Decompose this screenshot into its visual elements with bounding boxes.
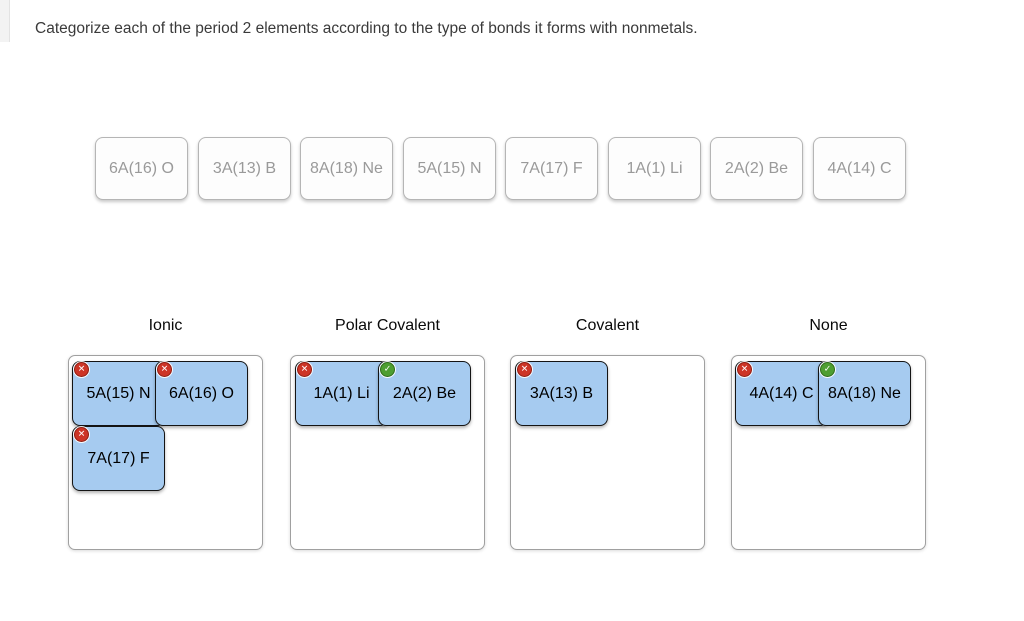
status-badge bbox=[380, 362, 395, 377]
placed-chip-label: 4A(14) C bbox=[749, 384, 814, 402]
bank-chip: 4A(14) C bbox=[813, 137, 906, 200]
placed-chip[interactable]: 5A(15) N bbox=[72, 361, 165, 426]
placed-chip[interactable]: 2A(2) Be bbox=[378, 361, 471, 426]
placed-chip-label: 5A(15) N bbox=[86, 384, 151, 402]
placed-chip[interactable]: 3A(13) B bbox=[515, 361, 608, 426]
bin-label-ionic: Ionic bbox=[148, 317, 183, 334]
x-icon bbox=[78, 430, 86, 439]
x-icon bbox=[741, 365, 749, 374]
placed-chip-label: 2A(2) Be bbox=[392, 384, 457, 402]
bank-chip: 7A(17) F bbox=[505, 137, 598, 200]
x-icon bbox=[78, 365, 86, 374]
bank-chip: 3A(13) B bbox=[198, 137, 291, 200]
question-text: Categorize each of the period 2 elements… bbox=[35, 20, 698, 37]
bank-chip: 2A(2) Be bbox=[710, 137, 803, 200]
placed-chip-label: 3A(13) B bbox=[529, 384, 594, 402]
check-icon bbox=[384, 365, 392, 374]
placed-chip[interactable]: 8A(18) Ne bbox=[818, 361, 911, 426]
placed-chip-label: 8A(18) Ne bbox=[828, 384, 901, 402]
placed-chip-label: 1A(1) Li bbox=[313, 384, 370, 402]
bank-chip: 1A(1) Li bbox=[608, 137, 701, 200]
x-icon bbox=[301, 365, 309, 374]
status-badge bbox=[74, 362, 89, 377]
x-icon bbox=[521, 365, 529, 374]
bank-chip: 5A(15) N bbox=[403, 137, 496, 200]
status-badge bbox=[820, 362, 835, 377]
placed-chip[interactable]: 4A(14) C bbox=[735, 361, 828, 426]
placed-chip[interactable]: 6A(16) O bbox=[155, 361, 248, 426]
check-icon bbox=[824, 365, 832, 374]
placed-chip[interactable]: 7A(17) F bbox=[72, 426, 165, 491]
placed-chip[interactable]: 1A(1) Li bbox=[295, 361, 388, 426]
status-badge bbox=[74, 427, 89, 442]
status-badge bbox=[297, 362, 312, 377]
bin-label-covalent: Covalent bbox=[575, 317, 640, 334]
left-scrollbar-fragment bbox=[0, 0, 10, 42]
x-icon bbox=[161, 365, 169, 374]
bin-label-none: None bbox=[809, 317, 848, 334]
bank-chip: 8A(18) Ne bbox=[300, 137, 393, 200]
placed-chip-label: 7A(17) F bbox=[87, 449, 150, 467]
placed-chip-label: 6A(16) O bbox=[169, 384, 234, 402]
bank-chip: 6A(16) O bbox=[95, 137, 188, 200]
status-badge bbox=[517, 362, 532, 377]
status-badge bbox=[157, 362, 172, 377]
bin-label-polar-covalent: Polar Covalent bbox=[335, 317, 440, 334]
status-badge bbox=[737, 362, 752, 377]
